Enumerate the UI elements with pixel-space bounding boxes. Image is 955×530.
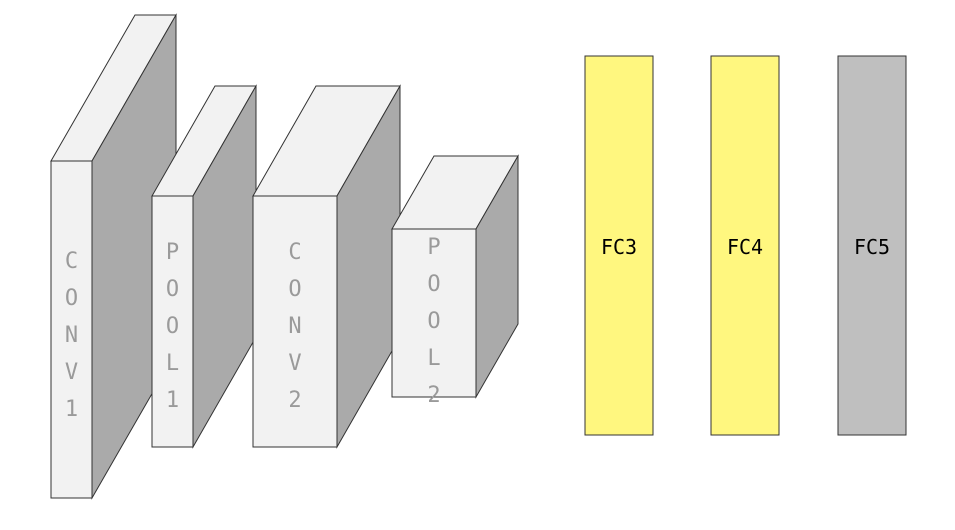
fc3-rect: [584, 55, 654, 436]
conv1-front-face: [50, 160, 93, 499]
fc5-block: FC5: [837, 55, 907, 436]
fc5-label: FC5: [854, 235, 890, 259]
fc4-block: FC4: [710, 55, 780, 436]
pool1-front-face: [151, 195, 194, 448]
fc4-label: FC4: [727, 235, 763, 259]
fc4-rect: [710, 55, 780, 436]
fc3-label: FC3: [601, 235, 637, 259]
fc5-rect: [837, 55, 907, 436]
pool2-front-face: [391, 228, 477, 398]
conv2-front-face: [252, 195, 338, 448]
fc3-block: FC3: [584, 55, 654, 436]
